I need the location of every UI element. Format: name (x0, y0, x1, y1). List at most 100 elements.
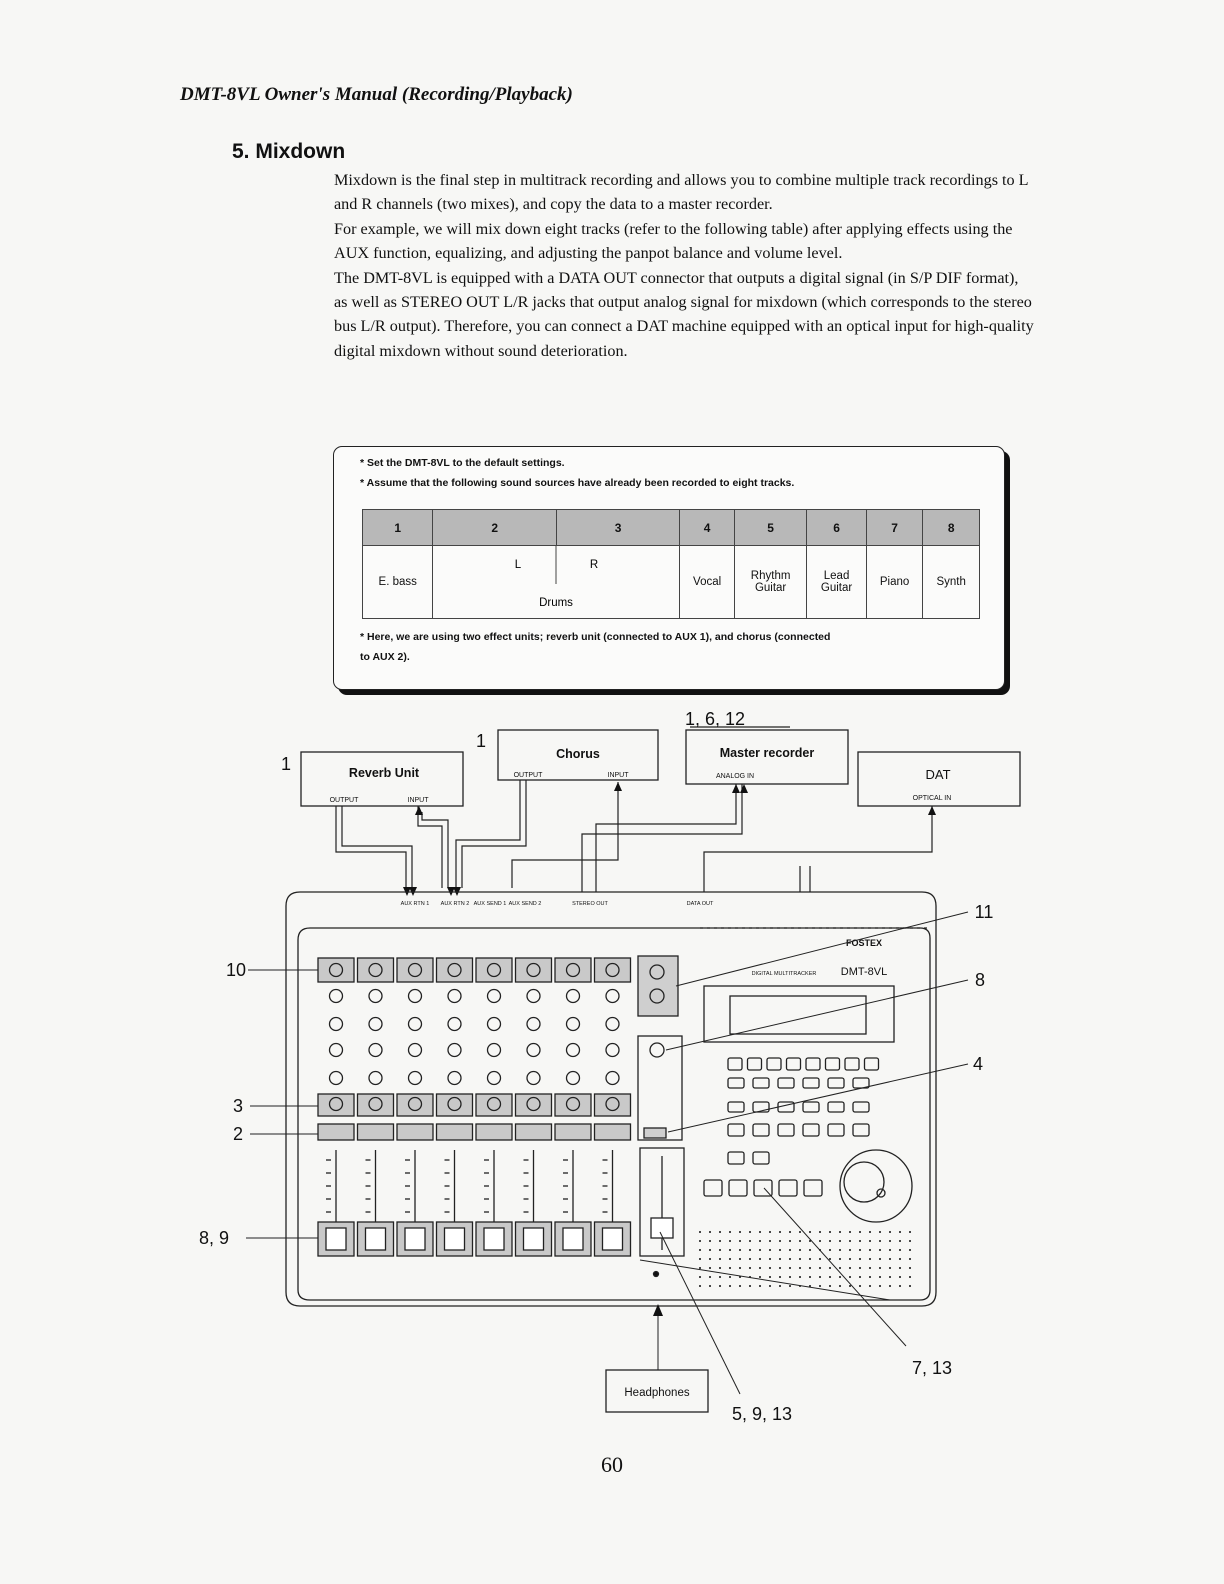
grille-dot (869, 1249, 871, 1251)
channel-knob-row-highlight (554, 957, 592, 983)
grille-dot (699, 1240, 701, 1242)
channel-knob (328, 1042, 344, 1058)
track-cell-line: Lead (823, 570, 850, 582)
channel-strip (554, 957, 592, 1257)
track-table-header-row: 1 2 3 4 5 6 7 8 (361, 509, 980, 546)
channel-knob-row-highlight (396, 1093, 434, 1117)
chorus-title: Chorus (556, 747, 600, 761)
grille-dot (799, 1249, 801, 1251)
grille-dot (899, 1249, 901, 1251)
grille-dot (819, 1231, 821, 1233)
channel-strip (475, 957, 513, 1257)
callout-7-13: 7, 13 (912, 1358, 952, 1378)
grille-dot (889, 1249, 891, 1251)
grille-dot (849, 1276, 851, 1278)
fader-cap (562, 1227, 584, 1251)
callout-3: 3 (233, 1096, 243, 1116)
panel-key (728, 1179, 748, 1197)
channel-strip (356, 957, 395, 1257)
grille-dot (849, 1231, 851, 1233)
grille-dot (699, 1231, 701, 1233)
grille-dot (899, 1240, 901, 1242)
speaker-grille (699, 1231, 911, 1287)
channel-strip (396, 957, 434, 1257)
panel-key (752, 1077, 770, 1089)
track-header: 8 (922, 509, 980, 546)
grille-dot (859, 1240, 861, 1242)
panel-key (785, 1057, 802, 1071)
channel-knob-row-highlight (514, 1093, 553, 1117)
panel-key (778, 1179, 798, 1197)
channel-knob (486, 988, 502, 1004)
track-table: 1 2 3 4 5 6 7 8 E. bass L R Drums (361, 509, 980, 619)
grille-dot (859, 1249, 861, 1251)
channel-knob (328, 988, 344, 1004)
grille-dot (809, 1231, 811, 1233)
grille-dot (829, 1285, 831, 1287)
note-effect-units: * Here, we are using two effect units; r… (360, 631, 831, 643)
grille-dot (879, 1249, 881, 1251)
grille-dot (709, 1258, 711, 1260)
panel-key (727, 1101, 745, 1113)
master-recorder-port: ANALOG IN (716, 773, 754, 780)
headphones-box: Headphones (605, 1369, 709, 1413)
callout-4: 4 (973, 1054, 983, 1074)
channel-knob (565, 1016, 581, 1032)
panel-key (852, 1101, 870, 1113)
grille-dot (699, 1276, 701, 1278)
grille-dot (719, 1267, 721, 1269)
channel-knob (565, 1042, 581, 1058)
track-cell: E. bass (361, 545, 434, 619)
grille-dot (819, 1267, 821, 1269)
grille-dot (909, 1240, 911, 1242)
channel-knob (368, 1096, 383, 1112)
channel-knob (605, 1070, 620, 1086)
grille-dot (729, 1240, 731, 1242)
track-header: 7 (865, 509, 924, 546)
grille-dot (729, 1267, 731, 1269)
master-section (637, 955, 685, 1278)
grille-dot (699, 1249, 701, 1251)
channel-knob (526, 988, 541, 1004)
channel-knob (526, 962, 541, 978)
grille-dot (759, 1240, 761, 1242)
fader-cap (364, 1227, 387, 1251)
panel-key (803, 1179, 823, 1197)
callout-leaders (246, 911, 969, 1395)
grille-dot (769, 1276, 771, 1278)
grille-dot (709, 1249, 711, 1251)
panel-key (746, 1057, 763, 1071)
channel-knob (526, 1016, 541, 1032)
grille-dot (709, 1231, 711, 1233)
channel-select-button (435, 1123, 474, 1141)
grille-dot (779, 1231, 781, 1233)
channel-select-button (475, 1123, 513, 1141)
grille-dot (759, 1267, 761, 1269)
grille-dot (739, 1231, 741, 1233)
panel-key (827, 1123, 845, 1137)
callout-2: 2 (233, 1124, 243, 1144)
grille-dot (759, 1249, 761, 1251)
dat-title: DAT (925, 767, 950, 782)
grille-dot (769, 1231, 771, 1233)
note-sound-sources: * Assume that the following sound source… (360, 477, 795, 489)
grille-dot (699, 1258, 701, 1260)
grille-dot (789, 1240, 791, 1242)
grille-dot (909, 1249, 911, 1251)
grille-dot (749, 1285, 751, 1287)
channel-knob (605, 1096, 620, 1112)
grille-dot (789, 1258, 791, 1260)
reverb-output-label: OUTPUT (330, 797, 360, 804)
channel-knob (565, 962, 581, 978)
channel-knob (447, 988, 462, 1004)
reverb-input-label: INPUT (408, 797, 430, 804)
panel-key (727, 1123, 745, 1137)
grille-dot (829, 1231, 831, 1233)
grille-dot (879, 1258, 881, 1260)
grille-dot (789, 1267, 791, 1269)
panel-key (777, 1123, 795, 1137)
grille-dot (739, 1267, 741, 1269)
channel-knob-row-highlight (593, 1093, 632, 1117)
grille-dot (909, 1267, 911, 1269)
headphones-arrow (653, 1304, 663, 1316)
